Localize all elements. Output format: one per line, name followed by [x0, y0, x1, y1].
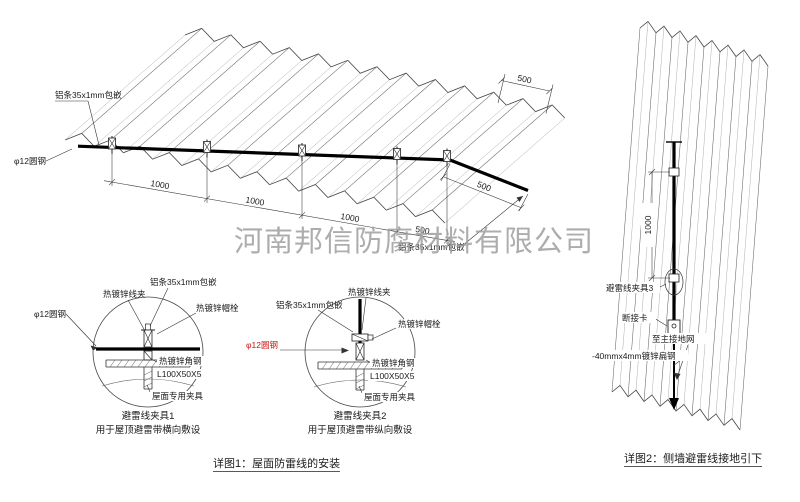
label-d2-alu-strip: 铝条35x1mm包嵌 [276, 300, 343, 310]
dim-1000-b: 1000 [245, 194, 266, 207]
caption-detail1: 详图1：屋面防雷线的安装 [213, 456, 340, 470]
label-d1-cap-bolt: 热镀锌帽栓 [196, 303, 239, 313]
roof-ridge-lines [81, 28, 553, 211]
wire-clamp [203, 139, 211, 158]
label-wall-clamp3: 避雷线夹具3 [606, 283, 654, 293]
label-d1-angle-size: L100X50X5 [157, 369, 202, 379]
label-d1-round-steel: φ12圆钢 [34, 309, 66, 319]
detail-1-clamp: 热镀锌线夹 铝条35x1mm包嵌 热镀锌帽栓 φ12圆钢 热镀锌角钢 L100X… [34, 277, 239, 436]
clamp-highlight [664, 268, 684, 296]
label-alu-strip-bottom: 铝条35x1mm包嵌 [398, 242, 465, 252]
main-labels: 铝条35x1mm包嵌 φ12圆钢 铝条35x1mm包嵌 [14, 90, 524, 252]
detail2-title: 避雷线夹具2 [334, 410, 387, 422]
label-d2-angle-size: L100X50X5 [370, 371, 415, 381]
dim-500-bottom: 500 [415, 224, 431, 236]
roof-corrugated-sheet [64, 27, 566, 224]
leader-arrow [516, 196, 523, 202]
caption-detail2: 详图2：侧墙避雷线接地引下 [624, 451, 762, 465]
wall-clamp [668, 273, 680, 283]
dim-wall-1000: 1000 [643, 215, 653, 234]
wire-clamp [443, 148, 451, 167]
label-round-steel-main: φ12圆钢 [14, 156, 46, 166]
label-to-ground: 至主接地网 [652, 334, 695, 344]
captions: 详图1：屋面防雷线的安装 详图2：侧墙避雷线接地引下 [213, 451, 762, 472]
label-d1-alu-strip: 铝条35x1mm包嵌 [150, 277, 217, 287]
detail1-subtitle: 用于屋顶避雷带横向敷设 [96, 424, 201, 436]
wall-clamp [668, 167, 680, 177]
label-alu-strip-top: 铝条35x1mm包嵌 [55, 90, 122, 100]
wire-clamp [393, 146, 401, 165]
label-d2-roof-clamp: 屋面专用夹具 [364, 392, 416, 402]
label-flat-steel: -40mmx4mm镀锌扁钢 [592, 351, 676, 361]
label-d2-cap-bolt: 热镀锌帽栓 [398, 319, 441, 329]
wall-corrugation-lines [611, 27, 769, 431]
dim-500-top: 500 [517, 73, 533, 86]
label-disconnect: 断接卡 [622, 313, 648, 323]
dim-1000-c: 1000 [340, 211, 361, 224]
label-d2-angle-steel: 热镀锌角钢 [372, 358, 415, 368]
company-watermark: 河南邦信防腐材料有限公司 [234, 226, 595, 258]
dim-500-slope: 500 [476, 179, 493, 194]
dim-1000-a: 1000 [150, 178, 171, 191]
lightning-wire [77, 135, 529, 192]
wall-drawing: 1000 避雷线夹具3 断接卡 至主接地网 -40mmx4mm镀锌扁钢 [590, 20, 769, 431]
label-d2-wire-clip: 热镀锌线夹 [348, 287, 391, 297]
label-d1-wire-clip: 热镀锌线夹 [103, 289, 146, 299]
wire-clamp [108, 135, 116, 155]
main-dimensions: 1000 1000 1000 500 500 500 [103, 73, 554, 244]
label-d2-round-steel: φ12圆钢 [246, 340, 278, 350]
detail-2-clamp: 铝条35x1mm包嵌 热镀锌线夹 热镀锌帽栓 φ12圆钢 热镀锌角钢 L100X… [246, 287, 442, 436]
label-d1-roof-clamp: 屋面专用夹具 [152, 391, 204, 401]
label-d1-angle-steel: 热镀锌角钢 [159, 356, 202, 366]
detail1-title: 避雷线夹具1 [122, 410, 175, 422]
ground-arrow [669, 398, 679, 410]
roof-valley-lines [64, 34, 565, 224]
detail2-subtitle: 用于屋顶避雷带纵向敷设 [308, 424, 413, 436]
